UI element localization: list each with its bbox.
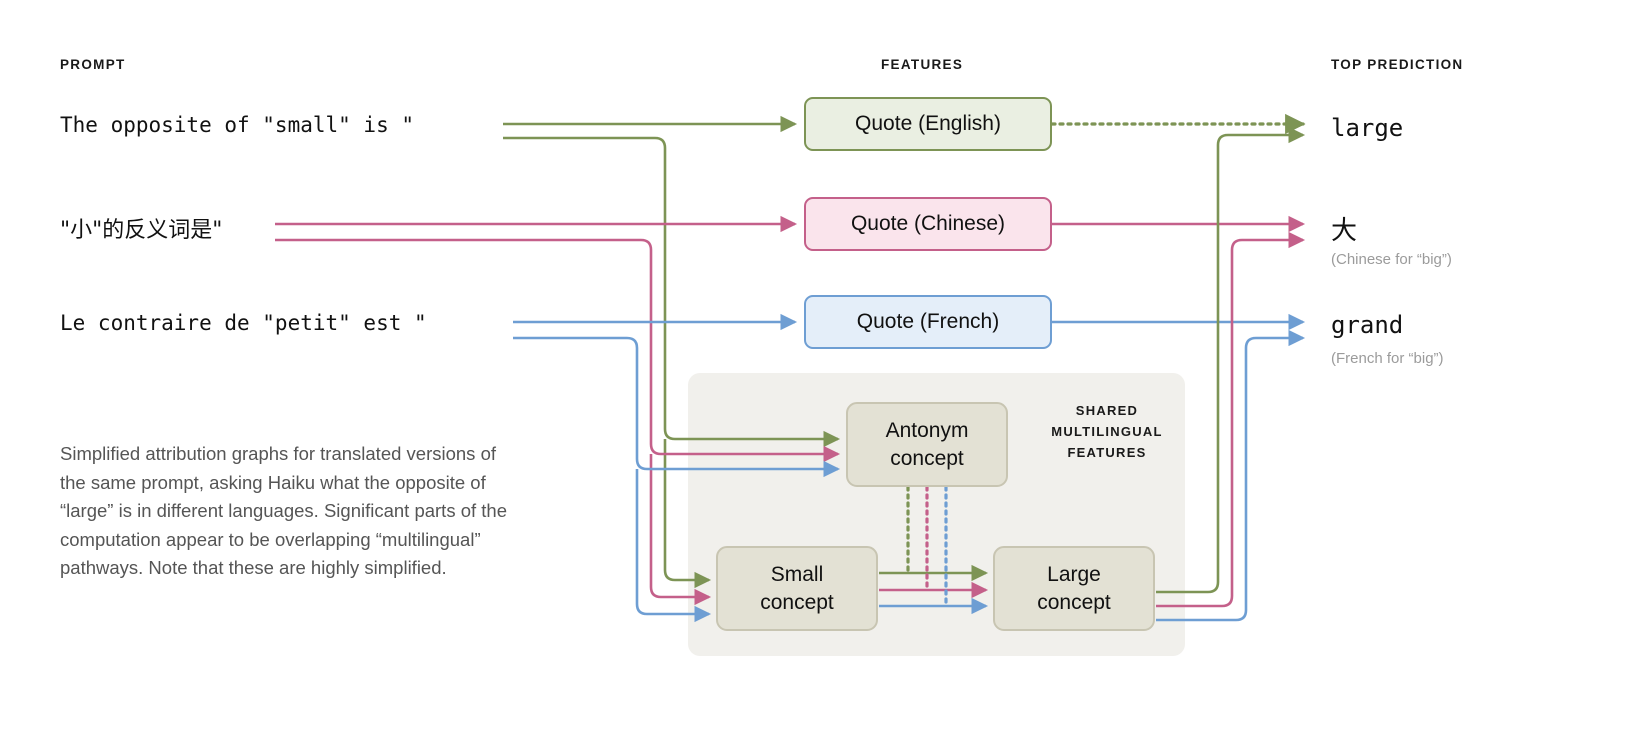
feature-node-antonym-concept[interactable]: Antonym concept (846, 402, 1008, 487)
column-header-top-prediction: TOP PREDICTION (1331, 57, 1464, 72)
column-header-features: FEATURES (881, 57, 964, 72)
feature-node-large-concept[interactable]: Large concept (993, 546, 1155, 631)
edge-chinese-to-antonym (275, 238, 841, 463)
small-concept-line2: concept (760, 590, 834, 614)
edge-french-to-small (635, 469, 712, 623)
small-concept-line1: Small (770, 562, 824, 586)
edge-large-to-pred-da (1156, 231, 1306, 608)
large-concept-line1: Large (1047, 562, 1101, 586)
column-header-prompt: PROMPT (60, 57, 126, 72)
prompt-english: The opposite of "small" is " (60, 113, 415, 137)
feature-node-quote-french[interactable]: Quote (French) (804, 295, 1052, 349)
edge-large-to-pred-grand (1156, 329, 1306, 622)
large-concept-line2: concept (1037, 590, 1111, 614)
prediction-chinese-da: 大 (1331, 216, 1358, 246)
feature-node-small-concept[interactable]: Small concept (716, 546, 878, 631)
shared-multilingual-features-label: SHARED MULTILINGUAL FEATURES (1051, 403, 1163, 460)
prompt-chinese: "小"的反义词是" (60, 218, 223, 243)
prediction-french-note: (French for “big”) (1331, 350, 1444, 367)
feature-node-quote-english[interactable]: Quote (English) (804, 97, 1052, 151)
prompt-french: Le contraire de "petit" est " (60, 311, 427, 335)
antonym-concept-line1: Antonym (885, 418, 969, 442)
edge-french-to-antonym (513, 336, 841, 478)
edge-english-to-antonym (503, 136, 841, 448)
prediction-large: large (1331, 114, 1404, 142)
prediction-chinese-note: (Chinese for “big”) (1331, 251, 1452, 268)
prediction-grand: grand (1331, 311, 1404, 339)
edge-english-to-small (663, 439, 712, 589)
edge-large-to-pred-large (1156, 126, 1306, 594)
figure-caption: Simplified attribution graphs for transl… (60, 443, 507, 578)
antonym-concept-line2: concept (890, 446, 964, 470)
feature-node-quote-chinese[interactable]: Quote (Chinese) (804, 197, 1052, 251)
edge-chinese-to-small (649, 454, 712, 606)
